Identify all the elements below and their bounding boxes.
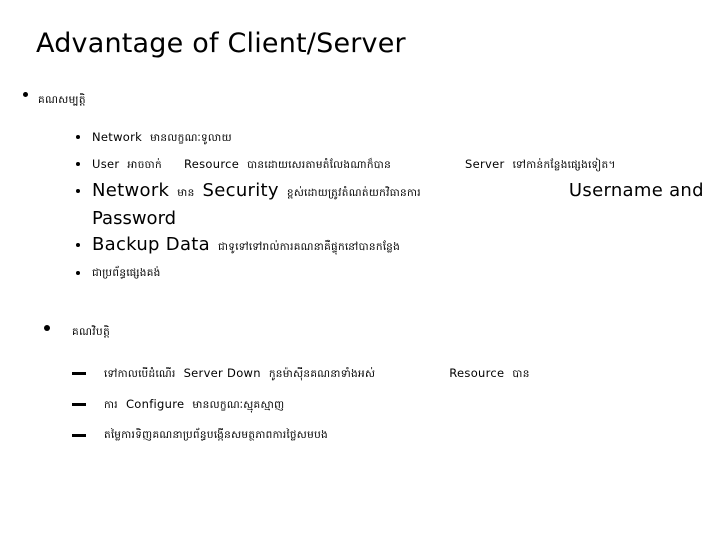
list-item: Network មានលក្ខណៈទូលាយ <box>0 124 720 151</box>
section1-heading-label: គណសម្បត្តិ <box>38 94 86 106</box>
item-term-2: Security <box>202 180 279 201</box>
dash-bullet-icon <box>72 372 86 375</box>
section1-heading: គណសម្បត្តិ <box>0 88 720 108</box>
bullet-dot-icon <box>76 189 80 193</box>
item-term: Network <box>92 130 143 144</box>
item-term-3: Server <box>465 157 505 171</box>
item-text-kh: មានលក្ខណៈទូលាយ <box>150 132 232 144</box>
list-item: ទៅកាលបើដំណើរ Server Down កូនម៉ាស៊ីនគណនាទាំ… <box>0 358 720 389</box>
item-term: User <box>92 157 120 171</box>
item-text-kh: ទៅកាលបើដំណើរ <box>104 368 176 380</box>
list-item: Backup Data ជាទូទៅទៅរាល់ការគណនាគឺផ្ទុកនៅប… <box>0 232 720 260</box>
slide-body: គណសម្បត្តិ Network មានលក្ខណៈទូលាយ User អាច… <box>0 88 720 286</box>
page-title: Advantage of Client/Server <box>36 28 406 59</box>
item-text-kh-2: មានលក្ខណៈស្មុគស្មាញ <box>192 399 285 411</box>
dash-bullet-icon <box>72 434 86 437</box>
list-item: ជាប្រព័ន្ធផ្សេងគង់ <box>0 260 720 286</box>
item-text-kh-2: បានដោយសេរតាមតំលែងណាក៏បាន <box>247 159 392 171</box>
item-term: Backup Data <box>92 234 210 255</box>
item-text-kh-3: បាន <box>512 368 530 380</box>
bullet-dot-icon <box>23 92 28 97</box>
item-text-kh: មាន <box>177 187 195 199</box>
item-text-kh: អាចចាក់ <box>127 159 162 171</box>
list-item: តម្លៃការទិញគណនាប្រព័ន្ធបង្កើនសមត្ថភាពការ… <box>0 420 720 450</box>
bullet-dot-icon <box>76 162 80 166</box>
item-text-kh-3: ទៅកាន់កន្លែងផ្សេងទៀត។ <box>512 159 616 171</box>
section2-heading-label: គណវិបត្តិ <box>72 326 111 338</box>
item-text-kh: ការ <box>104 399 118 411</box>
item-term: Server Down <box>183 366 261 380</box>
bullet-dot-icon <box>76 243 80 247</box>
item-term: Configure <box>125 397 185 411</box>
bullet-dot-icon <box>76 135 80 139</box>
list-item: User អាចចាក់ Resource បានដោយសេរតាមតំលែងណាក៏… <box>0 151 720 178</box>
dash-bullet-icon <box>72 403 86 406</box>
item-text-kh: ជាប្រព័ន្ធផ្សេងគង់ <box>92 267 161 279</box>
item-term-2: Resource <box>449 366 505 380</box>
list-item: ការ Configure មានលក្ខណៈស្មុគស្មាញ <box>0 389 720 420</box>
item-term: Network <box>92 180 170 201</box>
item-text-kh: តម្លៃការទិញគណនាប្រព័ន្ធបង្កើនសមត្ថភាពការ… <box>104 429 328 441</box>
item-text-kh-2: ខ្ពស់ដោយត្រូវតំណត់យកវិធានការ <box>286 187 421 199</box>
bullet-dot-icon <box>44 325 50 331</box>
item-term-3-continuation: Password <box>92 208 177 229</box>
bullet-dot-icon <box>76 271 80 275</box>
item-text-kh-2: កូនម៉ាស៊ីនគណនាទាំងអស់ <box>268 368 376 380</box>
item-text-kh: ជាទូទៅទៅរាល់ការគណនាគឺផ្ទុកនៅបានកន្លែង <box>217 241 401 253</box>
item-term-2: Resource <box>183 157 240 171</box>
list-item: Network មាន Security ខ្ពស់ដោយត្រូវតំណត់យកវិ… <box>0 178 720 206</box>
section2-heading: គណវិបត្តិ <box>0 320 720 340</box>
item-term-3: Username and <box>568 180 704 201</box>
slide-body-section2: គណវិបត្តិ ទៅកាលបើដំណើរ Server Down កូនម៉ាស… <box>0 320 720 450</box>
